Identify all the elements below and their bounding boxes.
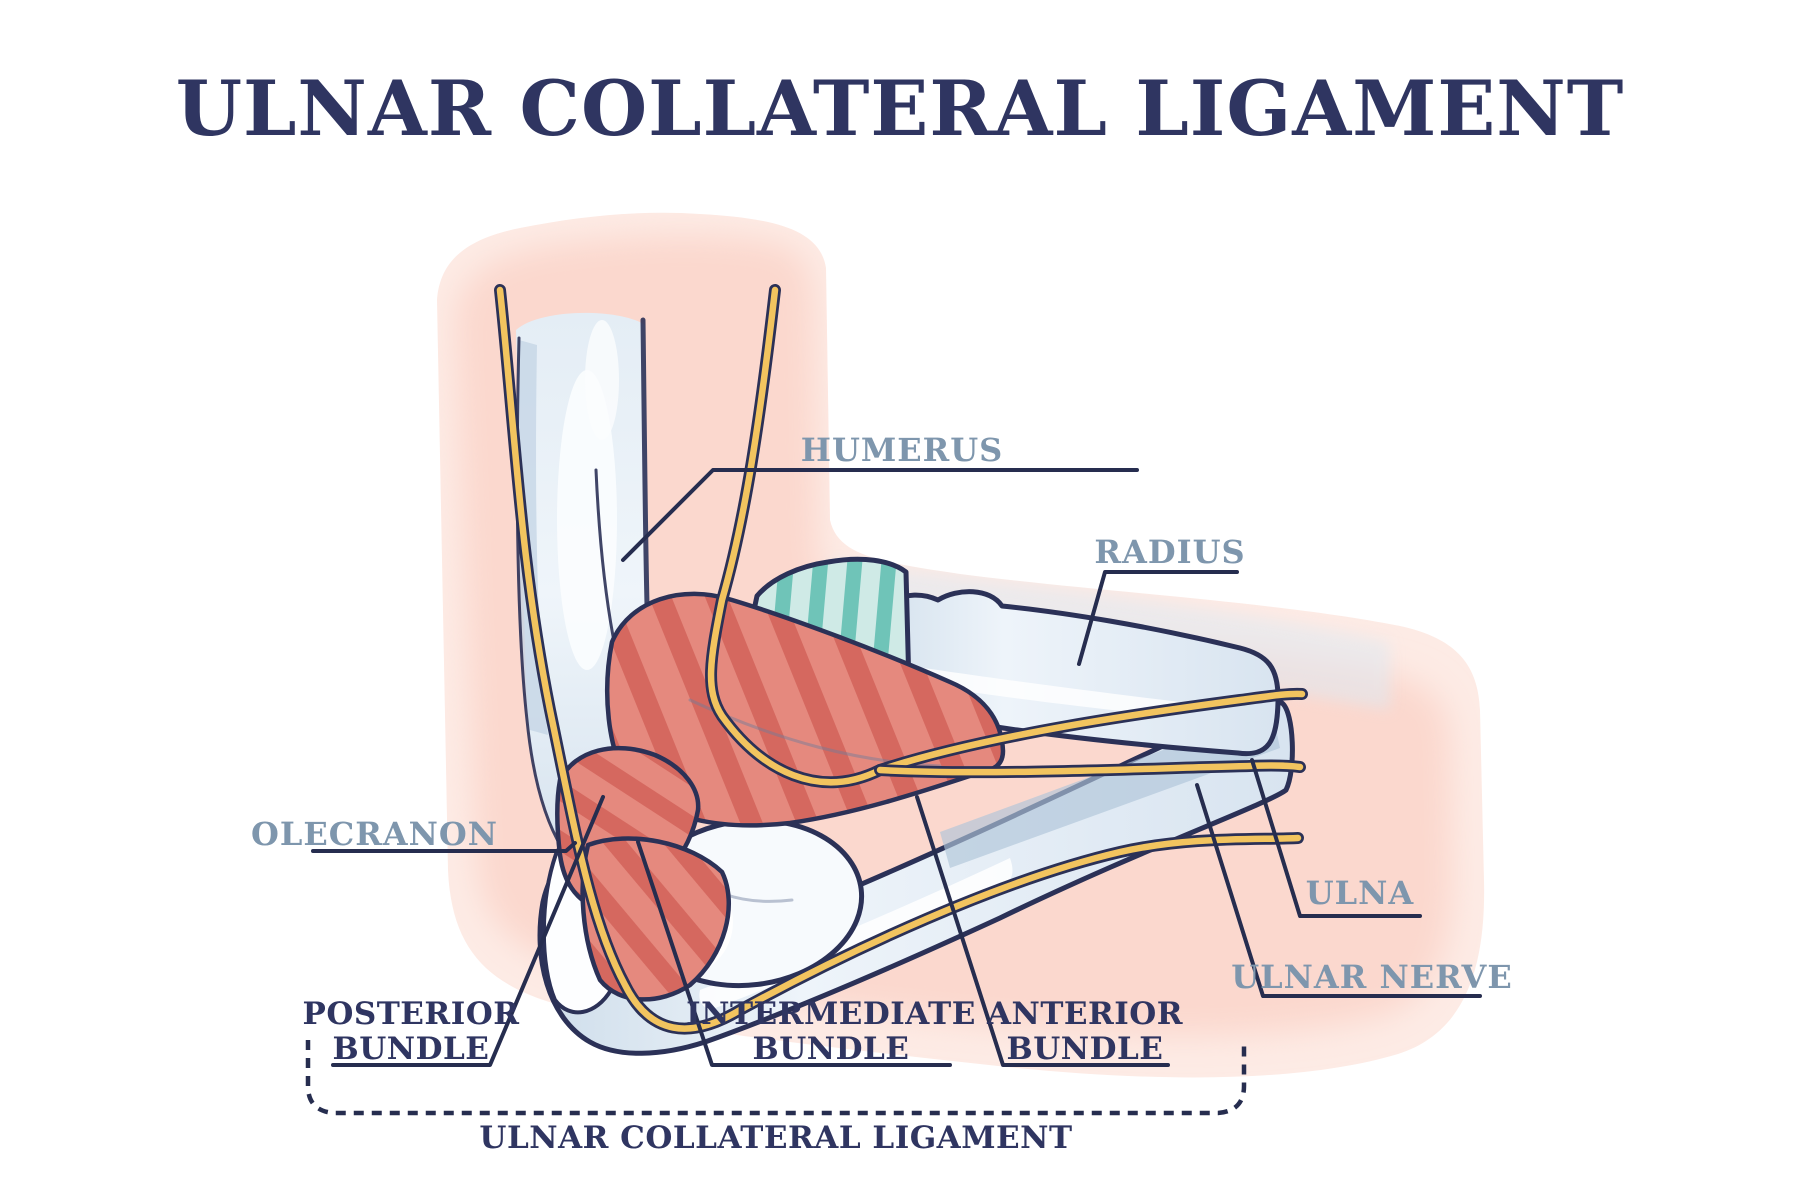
ulna-leader	[1250, 758, 1422, 918]
label-humerus: HUMERUS	[801, 431, 1004, 469]
humerus-highlight	[557, 370, 617, 670]
label-olecranon: OLECRANON	[251, 815, 498, 853]
median-nerve-path	[705, 284, 1308, 789]
ulnar-nerve-leader	[1195, 783, 1482, 998]
radius-highlight	[884, 662, 1180, 716]
label-radius: RADIUS	[1094, 533, 1245, 571]
posterior-bundle-leader	[331, 795, 605, 1067]
label-intermediate-bundle: INTERMEDIATE BUNDLE	[686, 996, 976, 1067]
page-title: ULNAR COLLATERAL LIGAMENT	[176, 64, 1625, 153]
label-ucl-bracket: ULNAR COLLATERAL LIGAMENT	[479, 1120, 1072, 1156]
nerves	[494, 284, 1308, 1035]
svg-text:ANTERIOR: ANTERIOR	[986, 996, 1183, 1032]
intermediate-bundle-leader	[636, 840, 952, 1067]
label-posterior-bundle: POSTERIOR BUNDLE	[303, 996, 520, 1067]
ulnar-nerve-path	[494, 284, 1304, 1035]
svg-text:POSTERIOR: POSTERIOR	[303, 996, 520, 1032]
humerus-leader	[621, 468, 1139, 562]
humerus-side-shade	[518, 340, 548, 735]
leader-lines	[305, 468, 1482, 1116]
svg-text:BUNDLE: BUNDLE	[753, 1031, 910, 1067]
ucl-bracket	[305, 1040, 1247, 1116]
svg-text:BUNDLE: BUNDLE	[1007, 1031, 1164, 1067]
radius-leader	[1077, 570, 1239, 666]
label-ulna: ULNA	[1306, 874, 1415, 912]
humerus-highlight-top	[585, 320, 619, 440]
label-ulnar-nerve: ULNAR NERVE	[1231, 958, 1513, 996]
anterior-bundle-leader	[915, 795, 1170, 1067]
svg-text:BUNDLE: BUNDLE	[333, 1031, 490, 1067]
label-anterior-bundle: ANTERIOR BUNDLE	[986, 996, 1183, 1067]
olecranon-leader	[311, 841, 577, 853]
svg-text:INTERMEDIATE: INTERMEDIATE	[686, 996, 976, 1032]
